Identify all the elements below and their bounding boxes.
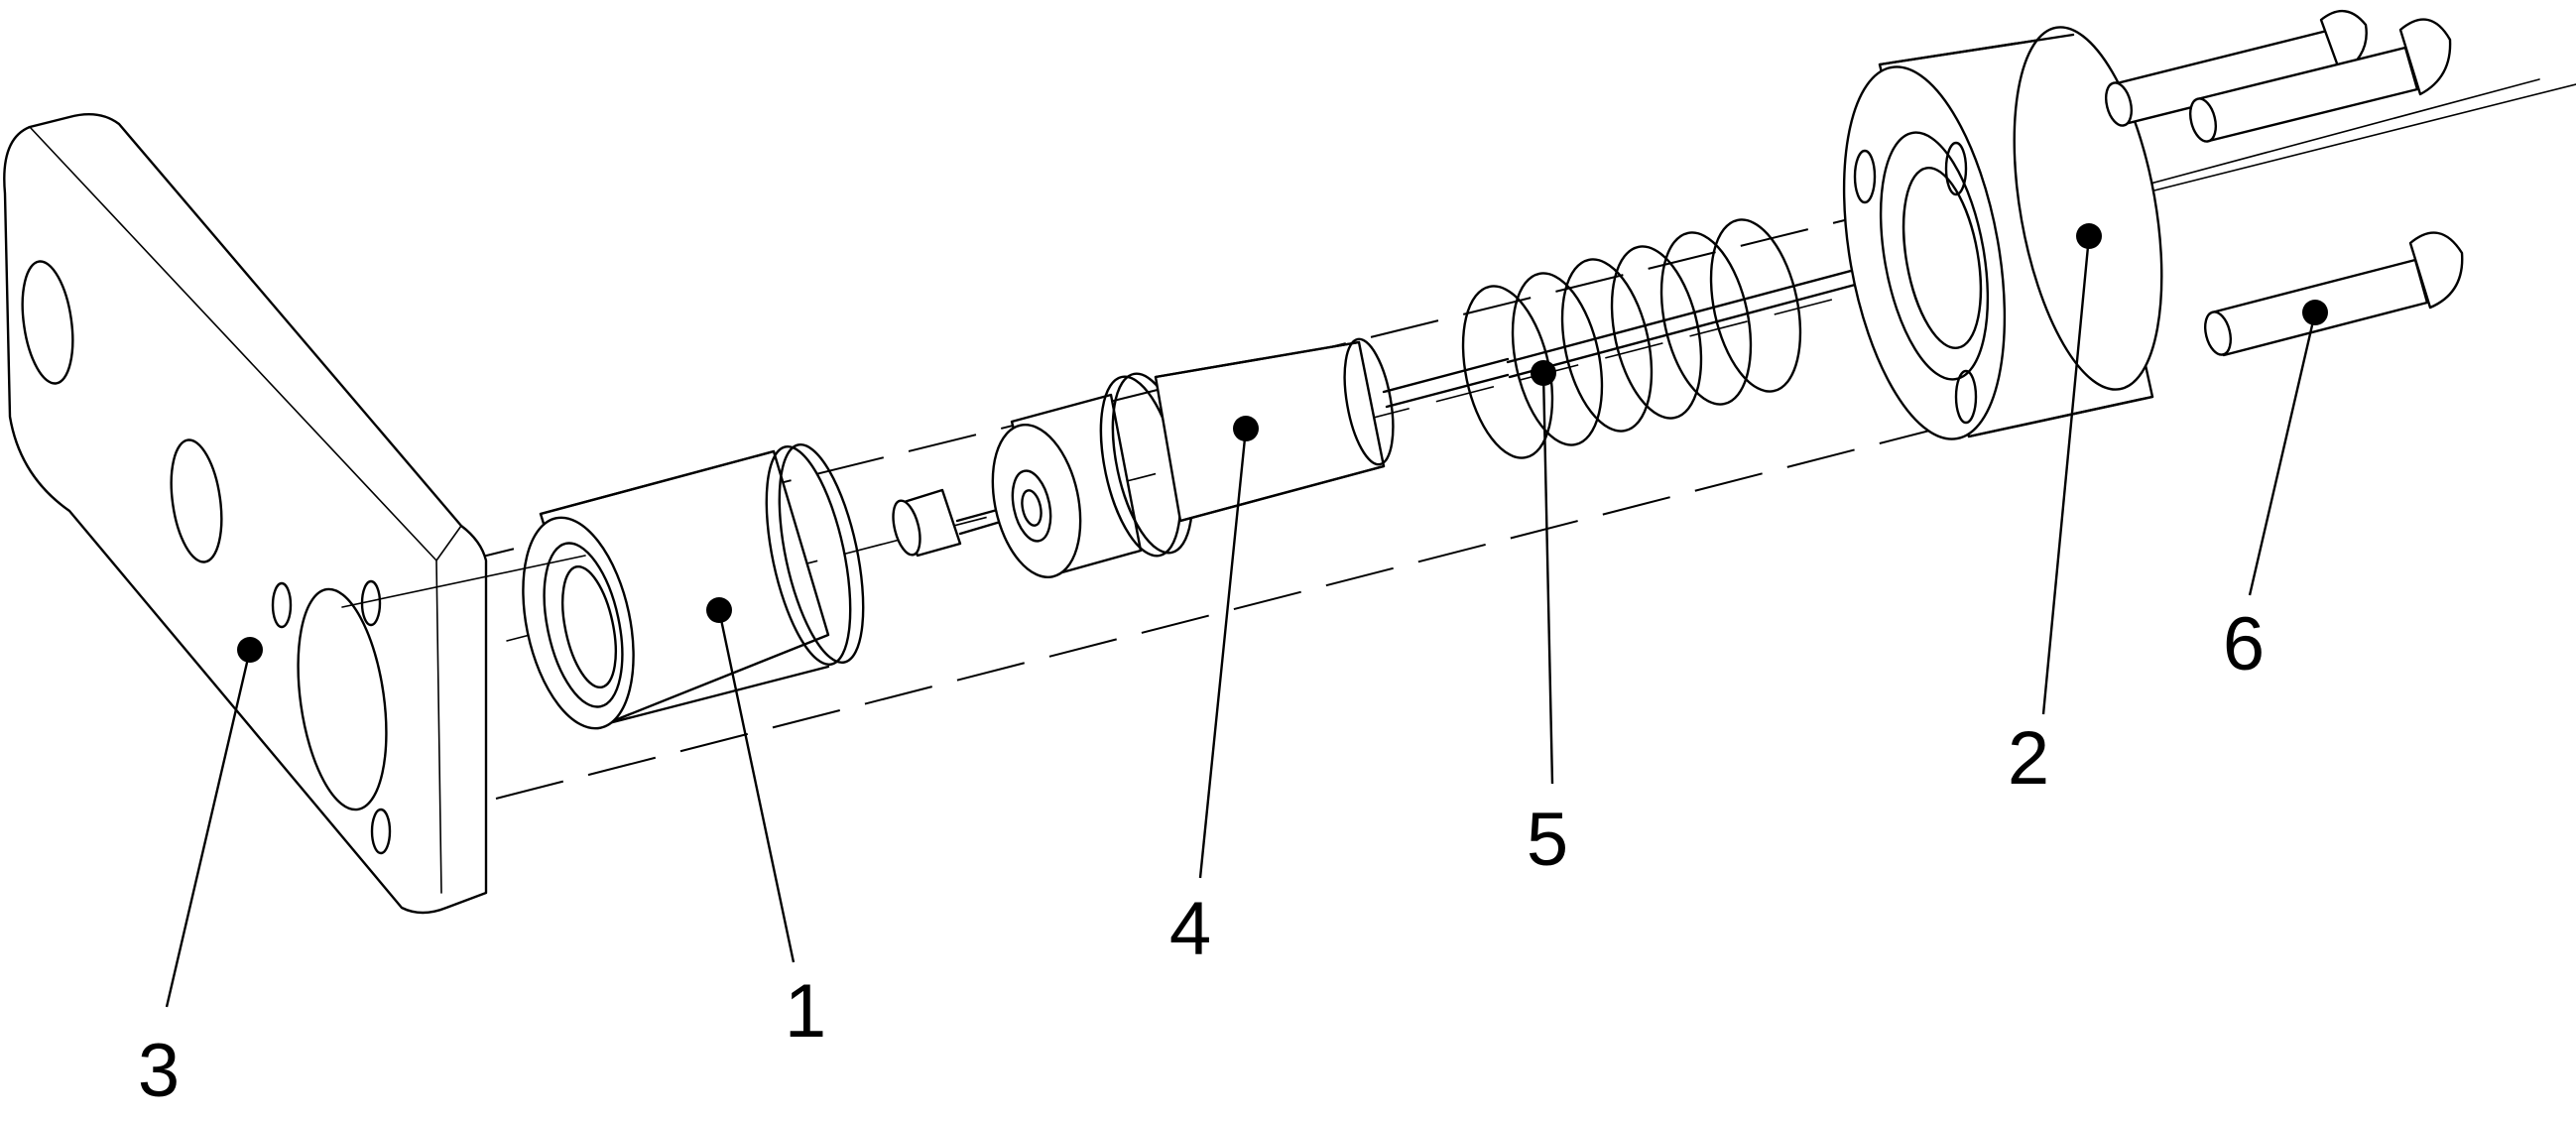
callout-dot-3 (237, 637, 263, 663)
callout-label-4: 4 (1169, 887, 1211, 971)
part-3-mounting-plate (3, 113, 488, 915)
part-2-end-cap (1842, 26, 2163, 440)
callout-label-2: 2 (2008, 716, 2049, 801)
callout-label-6: 6 (2223, 602, 2265, 686)
callout-label-3: 3 (138, 1029, 180, 1113)
part-1-sleeve (341, 442, 865, 730)
leader-line-3 (165, 649, 252, 1008)
callout-dot-6 (2302, 300, 2328, 325)
callout-label-1: 1 (785, 969, 826, 1054)
callout-dot-2 (2076, 223, 2102, 249)
callout-label-5: 5 (1527, 798, 1568, 882)
part-4-piston (991, 337, 1510, 578)
callout-dot-1 (706, 597, 732, 623)
callout-dot-5 (1531, 360, 1556, 386)
leader-line-5 (1541, 372, 1554, 785)
small-pin (892, 488, 1016, 558)
callout-labels: 3 1 4 5 2 6 (138, 602, 2265, 1113)
leader-line-2 (2041, 235, 2091, 715)
leader-line-4 (1198, 428, 1248, 879)
callout-dot-4 (1233, 416, 1259, 441)
leader-lines (165, 223, 2328, 1008)
leader-line-6 (2248, 311, 2317, 596)
leader-line-1 (717, 609, 796, 963)
